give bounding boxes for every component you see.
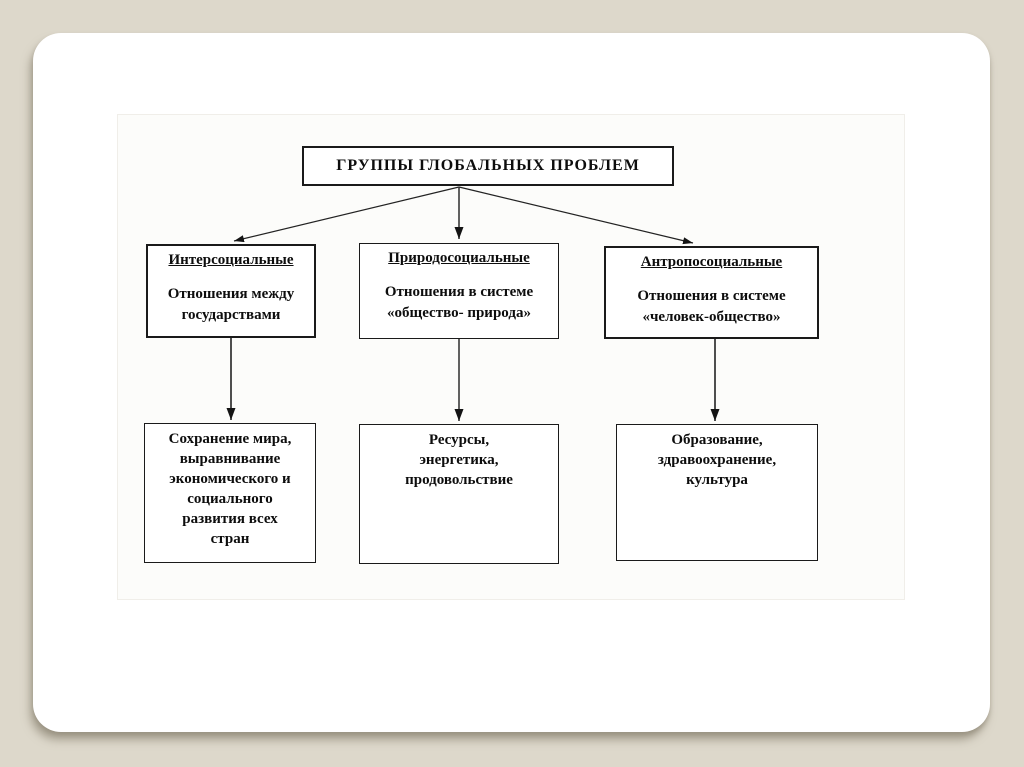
diagram-canvas: ГРУППЫ ГЛОБАЛЬНЫХ ПРОБЛЕМ Интерсоциальны…	[117, 114, 905, 600]
group-description: Отношения в системе «общество- природа»	[384, 284, 534, 321]
connector-arrows	[226, 186, 720, 421]
group-box-anthropo-social: Антропосоциальные Отношения в системе «ч…	[604, 246, 819, 339]
group-heading: Интерсоциальные	[168, 252, 294, 268]
group-description: Отношения между государствами	[167, 286, 295, 323]
group-heading: Природосоциальные	[388, 250, 530, 266]
title-text: ГРУППЫ ГЛОБАЛЬНЫХ ПРОБЛЕМ	[336, 157, 640, 174]
outcome-text: Ресурсы, энергетика, продовольствие	[405, 432, 513, 488]
group-description: Отношения в системе «человек-общество»	[637, 288, 786, 325]
group-box-intersocial: Интерсоциальные Отношения между государс…	[146, 244, 316, 338]
outcome-text: Образование, здравоохранение, культура	[657, 432, 777, 488]
outcome-box-intersocial: Сохранение мира, выравнивание экономичес…	[144, 423, 316, 563]
arrow-title-to-anthropo-social	[458, 186, 694, 245]
outcome-box-anthropo-social: Образование, здравоохранение, культура	[616, 424, 818, 561]
title-box: ГРУППЫ ГЛОБАЛЬНЫХ ПРОБЛЕМ	[302, 146, 674, 186]
outcome-text: Сохранение мира, выравнивание экономичес…	[168, 431, 292, 547]
arrow-title-to-intersocial	[233, 186, 460, 243]
group-box-nature-social: Природосоциальные Отношения в системе «о…	[359, 243, 559, 339]
group-heading: Антропосоциальные	[640, 254, 783, 270]
slide: ГРУППЫ ГЛОБАЛЬНЫХ ПРОБЛЕМ Интерсоциальны…	[33, 33, 990, 732]
outcome-box-nature-social: Ресурсы, энергетика, продовольствие	[359, 424, 559, 564]
